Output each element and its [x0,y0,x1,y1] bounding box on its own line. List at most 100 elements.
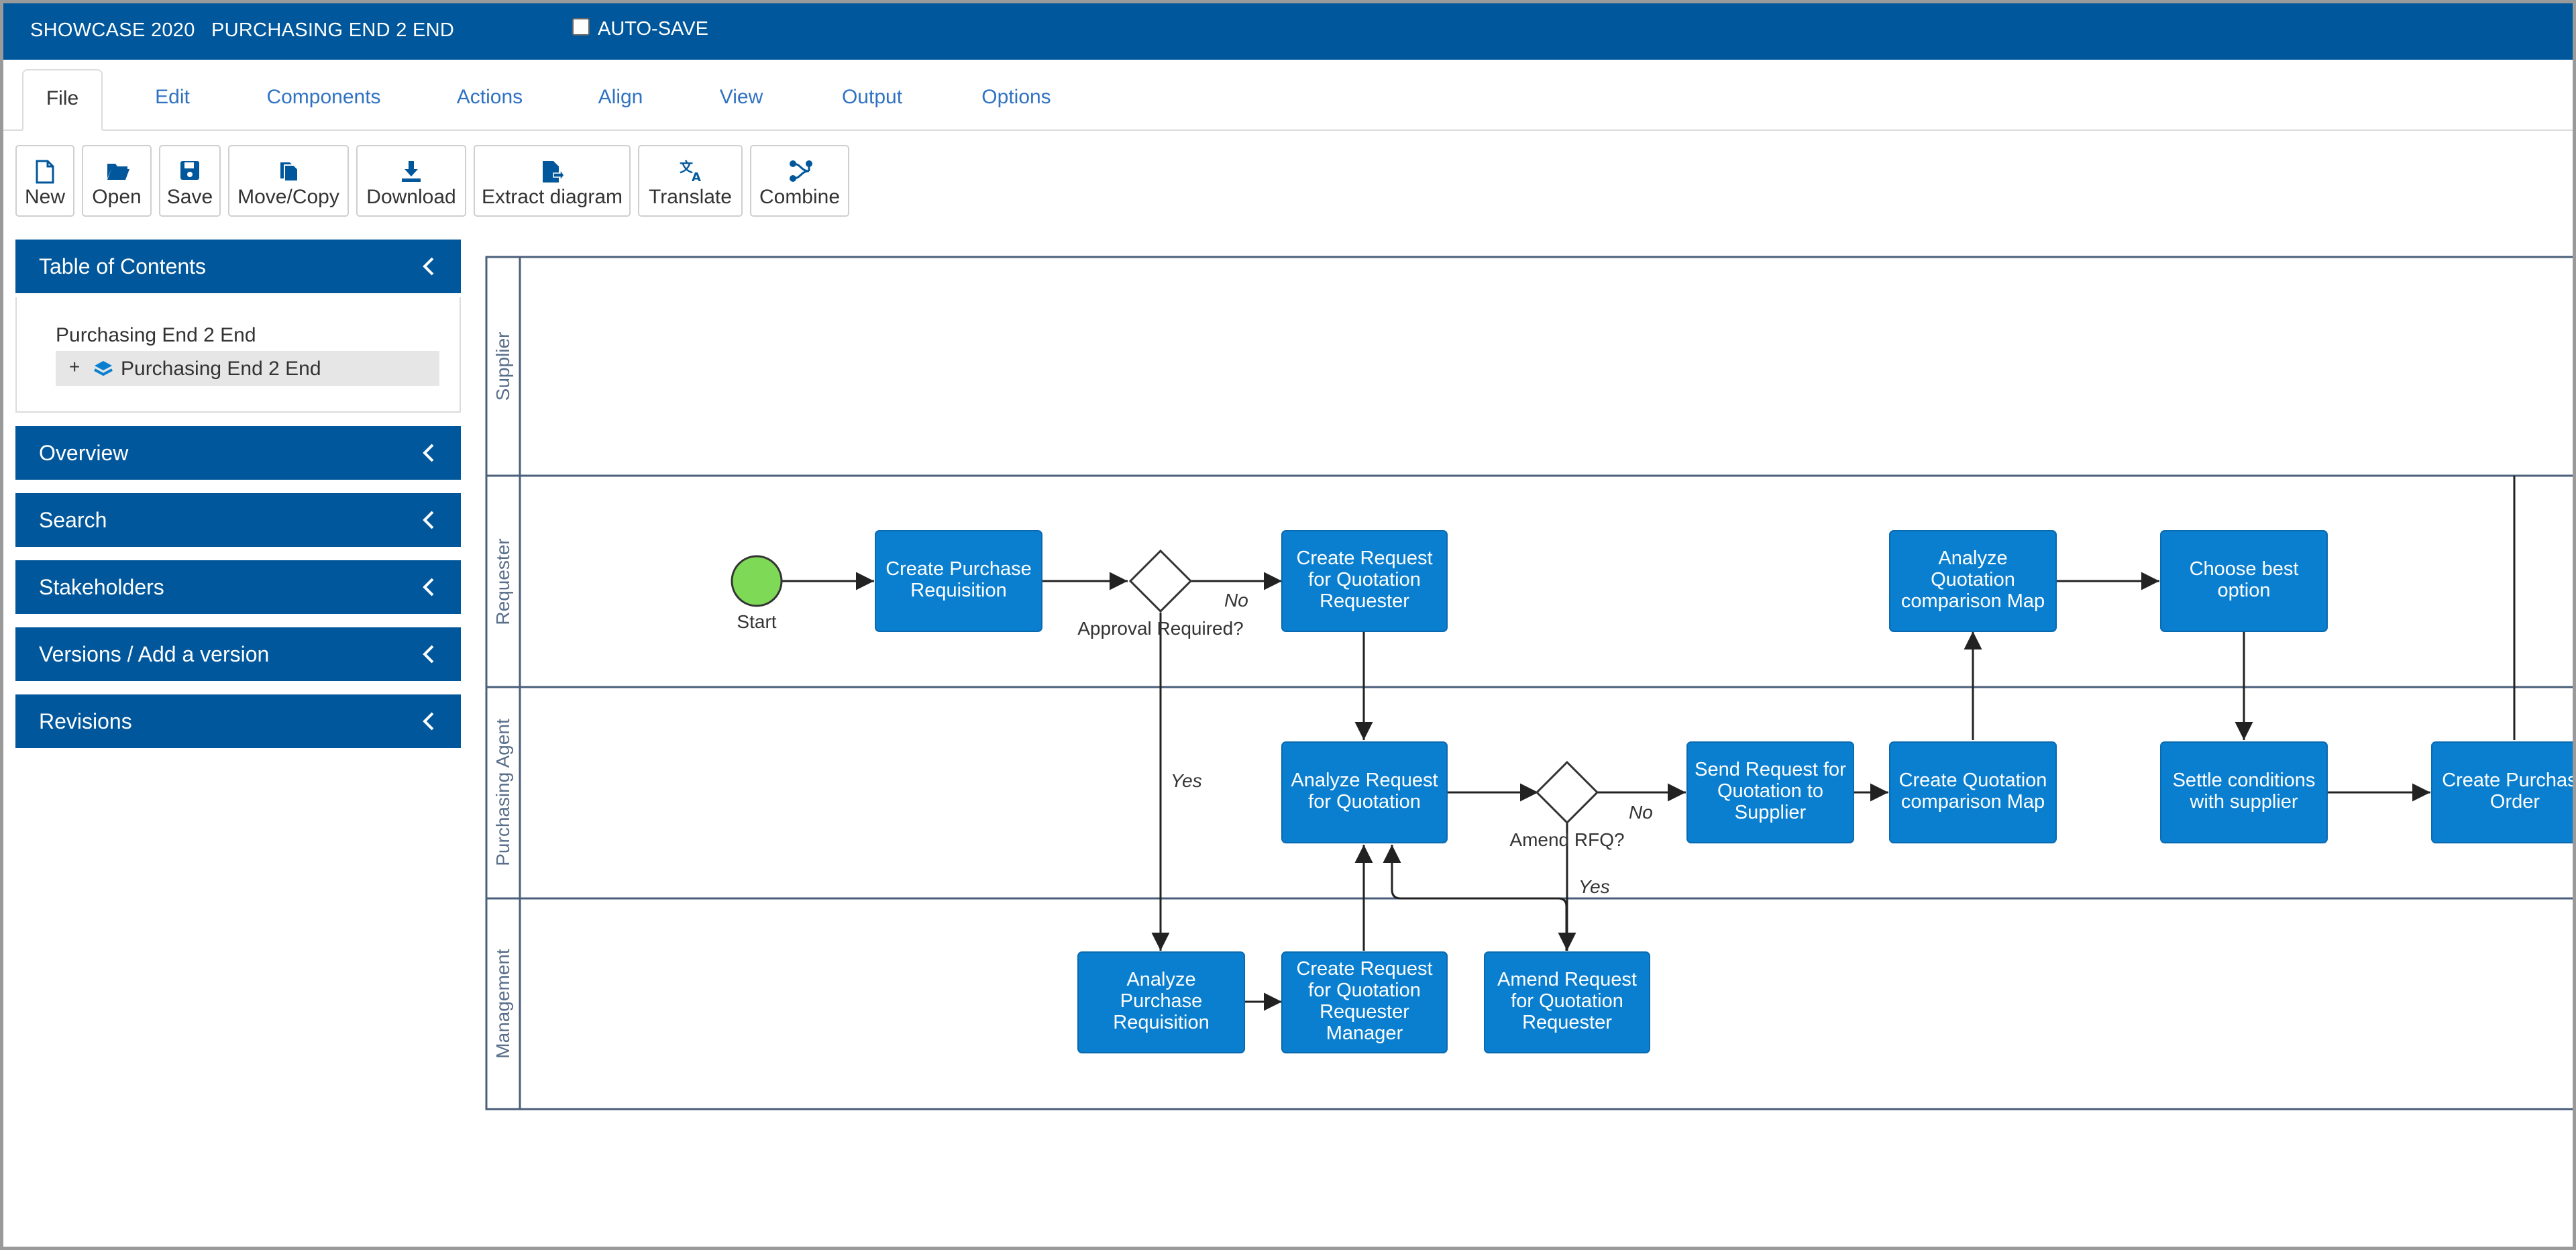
folder-open-icon [107,164,129,180]
task-create-rfq-requester-manager[interactable]: Create Request for Quotation Requester M… [1281,951,1448,1053]
task-create-purchase-requisition[interactable]: Create Purchase Requisition [875,530,1042,632]
ribbon-tabs: File Edit Components Actions Align View … [3,60,2573,131]
move-copy-button[interactable]: Move/Copy [228,145,349,217]
task-amend-rfq-requester[interactable]: Amend Request for Quotation Requester [1484,951,1650,1053]
task-text-line: Settle conditions [2173,770,2316,791]
tab-options[interactable]: Options [981,86,1051,108]
chevron-left-icon [423,578,434,596]
download-label: Download [366,186,456,208]
versions-panel-header[interactable]: Versions / Add a version [15,627,461,681]
copy-icon [280,162,299,182]
task-text-line: with supplier [2189,791,2298,813]
toc-root-label[interactable]: Purchasing End 2 End [56,324,256,346]
app-title[interactable]: SHOWCASE 2020 [30,19,195,41]
task-text-line: Create Purchase [2442,770,2576,791]
task-text-line: Supplier [1735,802,1807,823]
task-text-line: comparison Map [1901,590,2045,612]
search-panel-header[interactable]: Search [15,493,461,547]
start-event-label: Start [737,611,776,632]
process-diagram[interactable]: Supplier Requester Purchasing Agent Mana… [485,256,2576,1111]
tab-edit[interactable]: Edit [155,86,190,108]
chevron-left-icon [423,645,434,664]
edge-label-yes: Yes [1171,770,1202,791]
extract-diagram-label: Extract diagram [481,186,623,208]
tab-actions[interactable]: Actions [456,86,523,108]
gateway-approval[interactable] [1128,549,1193,613]
task-text-line: for Quotation [1308,791,1421,813]
task-text-line: Analyze [1938,548,2007,569]
task-text-line: Create Purchase [885,558,1032,580]
task-text-line: Manager [1326,1023,1403,1044]
stakeholders-panel-header[interactable]: Stakeholders [15,560,461,614]
toc-panel-header[interactable]: Table of Contents [15,240,461,293]
save-icon [180,161,199,180]
edge-label-no: No [1224,590,1248,611]
task-settle-conditions[interactable]: Settle conditions with supplier [2160,741,2328,843]
combine-icon [790,160,812,182]
toc-tree: Purchasing End 2 End + Purchasing End 2 … [15,297,461,413]
autosave-toggle[interactable]: AUTO-SAVE [572,17,708,40]
extract-diagram-button[interactable]: Extract diagram [474,145,631,217]
top-bar: SHOWCASE 2020 PURCHASING END 2 END AUTO-… [3,3,2573,60]
task-text-line: option [2217,580,2270,601]
save-button[interactable]: Save [159,145,221,217]
toc-tree-item[interactable]: + Purchasing End 2 End [56,351,439,386]
layers-icon [94,361,113,376]
task-text-line: Analyze [1126,969,1195,990]
task-analyze-purchase-requisition[interactable]: Analyze Purchase Requisition [1077,951,1245,1053]
task-choose-best-option[interactable]: Choose best option [2160,530,2328,632]
open-button[interactable]: Open [82,145,152,217]
edge-label-no: No [1629,802,1653,823]
task-text-line: Requester [1320,590,1409,612]
task-text-line: Purchase [1120,990,1203,1012]
expand-icon[interactable]: + [69,356,80,377]
toc-item-label: Purchasing End 2 End [121,358,321,380]
tab-file[interactable]: File [22,69,103,131]
task-text-line: Create Request [1296,958,1432,980]
task-text-line: Requester [1522,1012,1612,1033]
save-label: Save [166,186,213,208]
task-text-line: Quotation to [1717,780,1823,802]
gateway-amend[interactable] [1535,760,1599,825]
tab-output[interactable]: Output [841,86,903,108]
task-create-rfq-requester[interactable]: Create Request for Quotation Requester [1281,530,1448,632]
diagram-canvas[interactable]: Supplier Requester Purchasing Agent Mana… [485,256,2576,1111]
task-create-quotation-comparison-map[interactable]: Create Quotation comparison Map [1889,741,2057,843]
open-label: Open [92,186,142,208]
task-create-purchase-order[interactable]: Create Purchase Order [2431,741,2576,843]
task-text-line: Requisition [910,580,1006,601]
tab-view[interactable]: View [719,86,763,108]
chevron-left-icon [423,511,434,529]
document-title[interactable]: PURCHASING END 2 END [211,19,455,41]
combine-button[interactable]: Combine [750,145,849,217]
new-button[interactable]: New [15,145,74,217]
start-event[interactable] [731,555,783,607]
stakeholders-label: Stakeholders [39,575,164,599]
revisions-panel-header[interactable]: Revisions [15,694,461,748]
task-text-line: Requisition [1113,1012,1209,1033]
download-icon [402,161,421,182]
task-analyze-rfq[interactable]: Analyze Request for Quotation [1281,741,1448,843]
tab-components[interactable]: Components [266,86,381,108]
download-button[interactable]: Download [356,145,466,217]
lane-management-label: Management [492,949,513,1059]
task-text-line: for Quotation [1308,569,1421,590]
tab-align[interactable]: Align [598,86,643,108]
gateway-amend-label: Amend RFQ? [1509,829,1624,850]
svg-text:文: 文 [680,160,694,175]
lane-requester-label: Requester [492,538,513,625]
overview-panel-header[interactable]: Overview [15,426,461,480]
file-export-icon [543,161,564,183]
task-text-line: Quotation [1931,569,2015,590]
revisions-label: Revisions [39,709,132,733]
task-text-line: comparison Map [1901,791,2045,813]
task-text-line: for Quotation [1308,980,1421,1001]
chevron-left-icon [423,444,434,462]
task-send-rfq-to-supplier[interactable]: Send Request for Quotation to Supplier [1686,741,1854,843]
task-text-line: Create Request [1296,548,1432,569]
flow-edge [1383,845,1568,951]
autosave-checkbox[interactable] [572,17,590,36]
task-analyze-quotation-comparison-map[interactable]: Analyze Quotation comparison Map [1889,530,2057,632]
